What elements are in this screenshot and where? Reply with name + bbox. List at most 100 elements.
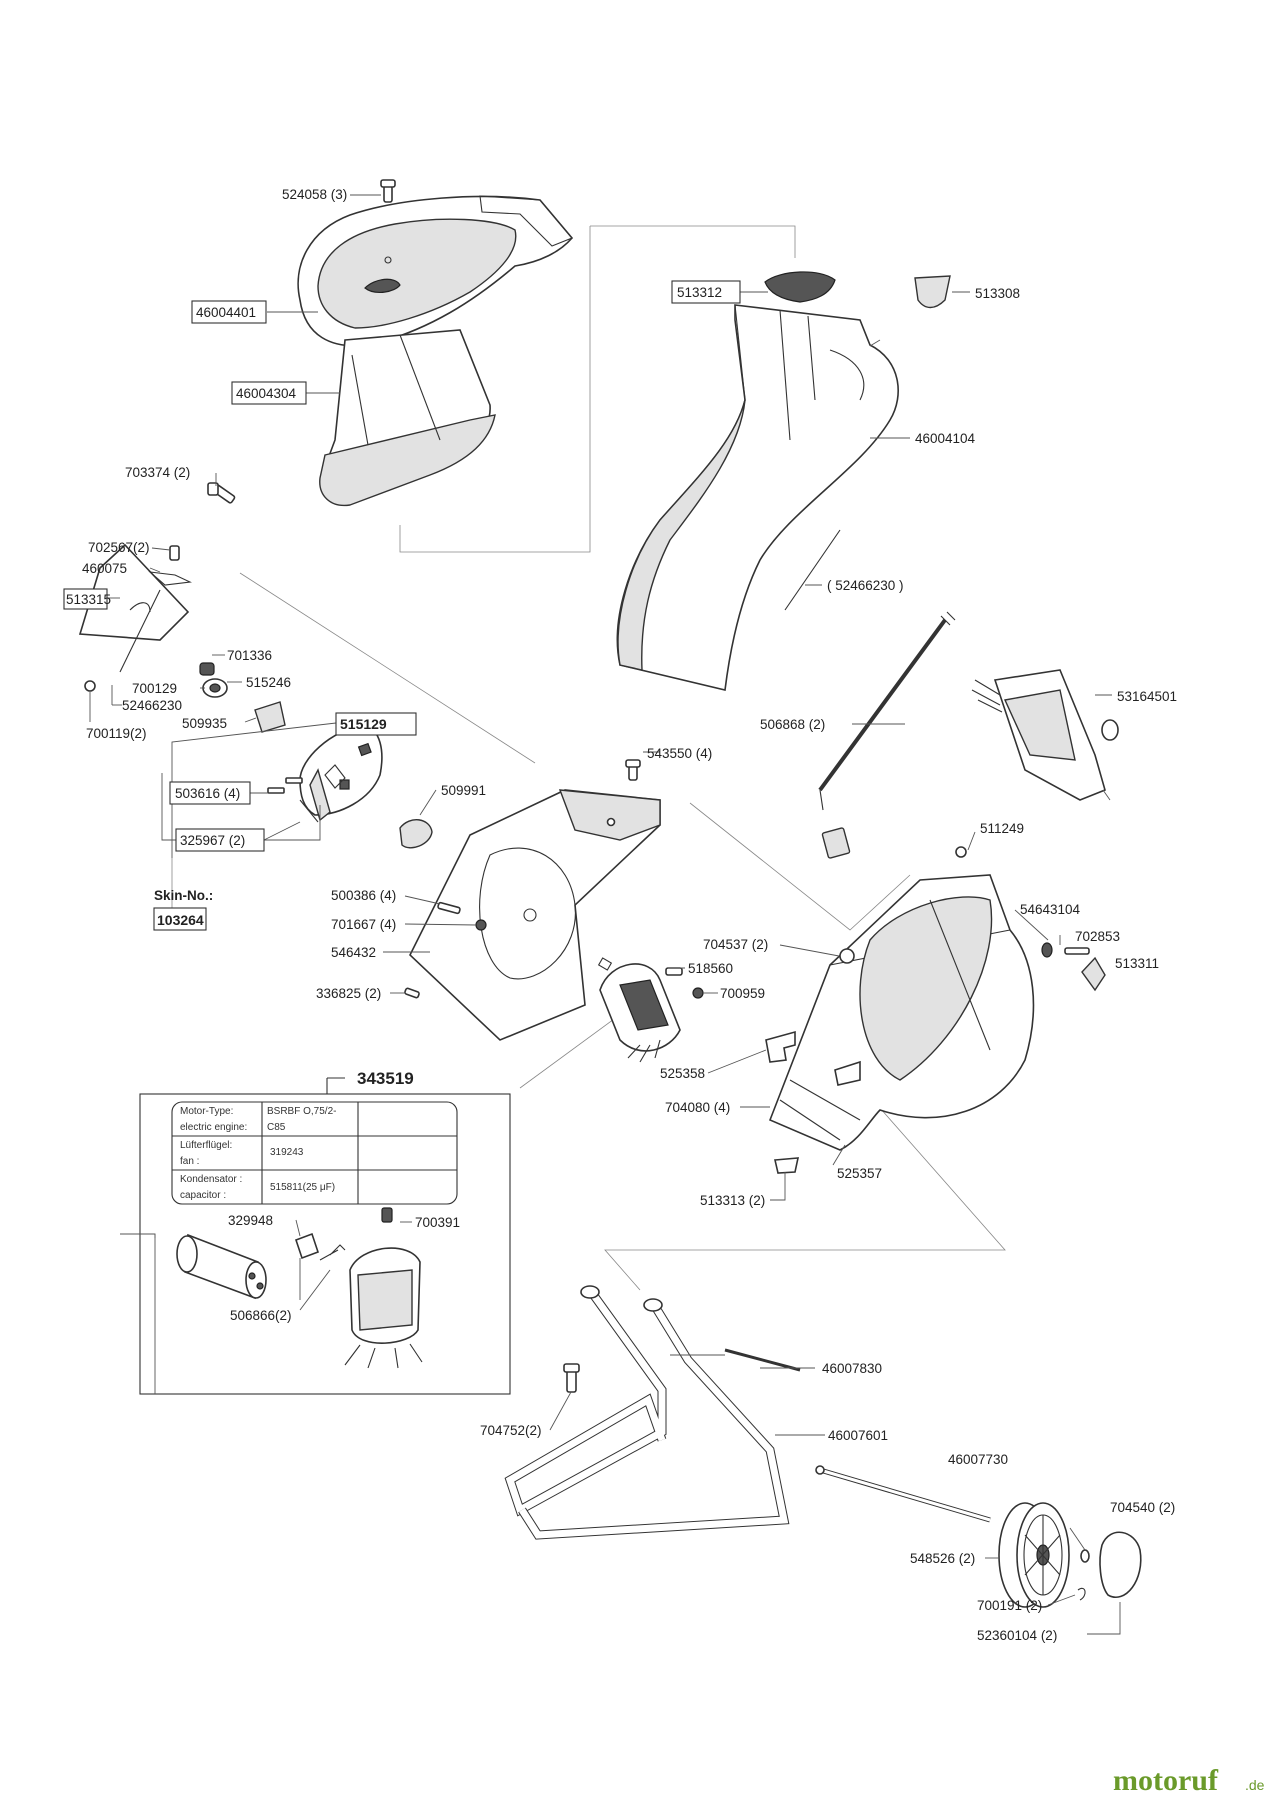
part-labels: 524058 (3) 46004401 46004304 513312 5133… xyxy=(66,187,1177,1643)
mounting-plate xyxy=(409,789,661,1041)
label-503616: 503616 (4) xyxy=(175,786,240,801)
label-325967: 325967 (2) xyxy=(180,833,245,848)
spec-capacitor-label-1: Kondensator : xyxy=(180,1174,242,1185)
label-103264: 103264 xyxy=(157,912,204,928)
hopper-chute-lower xyxy=(319,329,496,507)
assembly-guide-lines xyxy=(171,225,1006,1291)
spec-capacitor-label-2: capacitor : xyxy=(180,1190,226,1201)
power-cable xyxy=(818,611,956,859)
label-329948: 329948 xyxy=(228,1213,273,1228)
terminal-329948 xyxy=(294,1232,320,1260)
label-703374: 703374 (2) xyxy=(125,465,190,480)
nut-700959 xyxy=(692,987,704,999)
label-509935: 509935 xyxy=(182,716,227,731)
label-511249: 511249 xyxy=(980,821,1024,836)
label-515246: 515246 xyxy=(246,675,291,690)
label-700119: 700119(2) xyxy=(86,726,147,741)
label-460075: 460075 xyxy=(82,561,127,576)
label-513311: 513311 xyxy=(1115,956,1159,971)
screw-704752 xyxy=(563,1363,580,1393)
knob-513308[interactable] xyxy=(914,275,951,309)
spacer-509991 xyxy=(399,819,433,849)
label-52466230: 52466230 xyxy=(122,698,182,713)
screws-336825 xyxy=(404,987,420,999)
pin-46007830 xyxy=(724,1348,801,1372)
label-548526: 548526 (2) xyxy=(910,1551,975,1566)
brand-name: motoruf xyxy=(1113,1764,1219,1797)
motor-spec-text: Motor-Type: electric engine: BSRBF O,75/… xyxy=(180,1106,336,1201)
blade-325967 xyxy=(299,799,319,823)
label-704540: 704540 (2) xyxy=(1110,1500,1175,1515)
clip-525358 xyxy=(765,1030,796,1063)
screw-513313 xyxy=(774,1157,800,1174)
label-525357: 525357 xyxy=(837,1166,882,1181)
label-skin-no: Skin-No.: xyxy=(154,888,213,903)
hopper-funnel xyxy=(297,195,574,347)
label-336825: 336825 (2) xyxy=(316,986,381,1001)
washer-704540 xyxy=(1080,1549,1090,1563)
label-700191: 700191 (2) xyxy=(977,1598,1042,1613)
screws-543550 xyxy=(625,759,641,781)
bracket-513312[interactable] xyxy=(764,271,836,303)
bolt-701336 xyxy=(199,662,215,676)
spec-motor-type-value-2: C85 xyxy=(267,1122,286,1133)
label-704537: 704537 (2) xyxy=(703,937,768,952)
lower-housing xyxy=(768,874,1035,1151)
cover-plate xyxy=(78,543,190,673)
label-701336: 701336 xyxy=(227,648,272,663)
capacitor-515811 xyxy=(176,1233,267,1300)
nut-511249 xyxy=(955,846,967,858)
axle-46007730 xyxy=(815,1465,991,1523)
label-46007601: 46007601 xyxy=(828,1428,888,1443)
motor-rotor xyxy=(597,957,681,1063)
label-701667: 701667 (4) xyxy=(331,917,396,932)
brush-700391 xyxy=(381,1207,393,1223)
label-513312: 513312 xyxy=(677,285,722,300)
label-500386: 500386 (4) xyxy=(331,888,396,903)
spec-fan-label-2: fan : xyxy=(180,1156,199,1167)
label-46004401: 46004401 xyxy=(196,305,256,320)
label-343519: 343519 xyxy=(357,1069,414,1088)
bushing-509935 xyxy=(254,701,286,733)
spec-fan-label-1: Lüfterflügel: xyxy=(180,1140,232,1151)
nuts-701667 xyxy=(475,919,487,931)
label-52360104: 52360104 (2) xyxy=(977,1628,1057,1643)
screw-518560 xyxy=(665,967,683,976)
spec-capacitor-value: 515811(25 μF) xyxy=(270,1182,335,1193)
label-53164501: 53164501 xyxy=(1117,689,1177,704)
motor-spec-table xyxy=(171,1101,458,1205)
bushing-704537 xyxy=(839,948,855,964)
washer-702853 xyxy=(1041,942,1053,958)
label-506868: 506868 (2) xyxy=(760,717,825,732)
screws-503616 xyxy=(267,777,303,794)
label-506866: 506866(2) xyxy=(230,1308,292,1323)
label-513313: 513313 (2) xyxy=(700,1193,765,1208)
label-54643104: 54643104 xyxy=(1020,902,1081,917)
motor-stator xyxy=(319,1244,423,1369)
label-524058: 524058 (3) xyxy=(282,187,347,202)
label-46007830: 46007830 xyxy=(822,1361,882,1376)
label-700959: 700959 xyxy=(720,986,765,1001)
washer-515246 xyxy=(202,678,228,698)
label-700129: 700129 xyxy=(132,681,177,696)
label-702567: 702567(2) xyxy=(88,540,150,555)
knob-513311[interactable] xyxy=(1064,947,1106,992)
label-46004304: 46004304 xyxy=(236,386,297,401)
spec-motor-type-label-1: Motor-Type: xyxy=(180,1106,233,1117)
label-46007730: 46007730 xyxy=(948,1452,1008,1467)
hubcap-52360104 xyxy=(1099,1531,1142,1598)
label-52466230-parenthesized: ( 52466230 ) xyxy=(827,578,904,593)
spec-motor-type-label-2: electric engine: xyxy=(180,1122,247,1133)
label-518560: 518560 xyxy=(688,961,733,976)
label-513315: 513315 xyxy=(66,592,111,607)
screw-524058 xyxy=(380,179,396,203)
wheel-frame xyxy=(504,1285,790,1540)
label-543550: 543550 (4) xyxy=(647,746,712,761)
switch-box-53164501 xyxy=(971,669,1119,801)
leader-lines xyxy=(89,194,1121,1635)
wheel-548526 xyxy=(998,1502,1070,1608)
label-704752: 704752(2) xyxy=(480,1423,542,1438)
spec-motor-type-value-1: BSRBF O,75/2- xyxy=(267,1106,336,1117)
